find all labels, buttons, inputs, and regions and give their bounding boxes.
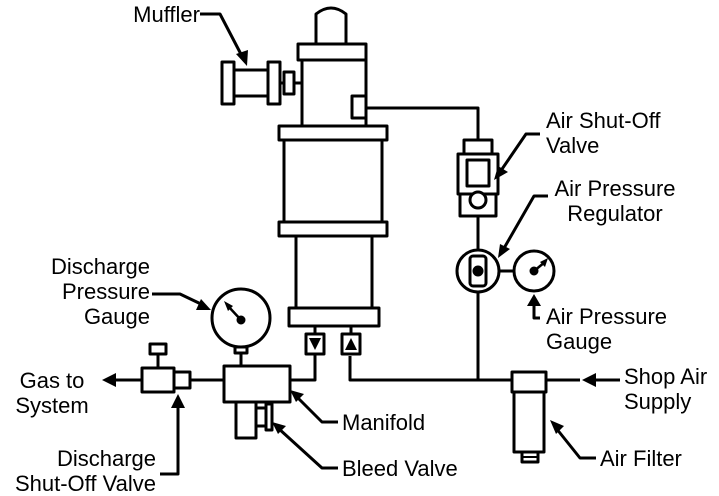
label-air-pressure-gauge-line1: Air Pressure	[546, 304, 668, 329]
discharge-line	[290, 354, 317, 382]
label-air-shutoff-valve: Air Shut-Off Valve	[546, 108, 661, 158]
booster-pump	[277, 6, 389, 328]
label-air-filter: Air Filter	[600, 446, 682, 471]
label-gas-to-system-line1: Gas to	[19, 368, 85, 393]
pump-cylinder	[282, 138, 384, 224]
label-air-pressure-regulator-line1: Air Pressure	[554, 176, 676, 201]
label-gas-to-system: Gas to System	[2, 368, 102, 418]
pump-upper-plate	[277, 124, 389, 142]
pump-lower-plate	[277, 220, 389, 238]
air-pressure-regulator	[455, 248, 501, 294]
air-pressure-gauge	[499, 249, 556, 293]
label-air-shutoff-valve-line2: Valve	[546, 133, 600, 158]
shop-air-main-line	[348, 356, 512, 382]
label-discharge-shutoff-valve-line2: Shut-Off Valve	[14, 471, 156, 496]
label-bleed-valve: Bleed Valve	[342, 456, 458, 481]
label-shop-air-supply: Shop Air Supply	[624, 364, 707, 414]
label-shop-air-supply-line1: Shop Air	[624, 364, 708, 389]
pump-ports	[304, 326, 362, 356]
label-discharge-shutoff-valve: Discharge Shut-Off Valve	[0, 446, 156, 496]
bleed-valve	[234, 400, 274, 440]
label-discharge-pressure-gauge: Discharge Pressure Gauge	[20, 254, 150, 329]
label-discharge-shutoff-valve-line1: Discharge	[56, 446, 156, 471]
air-line-pump-to-valve	[366, 106, 480, 140]
label-air-pressure-regulator: Air Pressure Regulator	[540, 176, 690, 226]
label-discharge-pressure-gauge-line2: Pressure	[61, 279, 150, 304]
label-bleed-valve-text: Bleed Valve	[342, 456, 458, 481]
label-air-pressure-gauge: Air Pressure Gauge	[546, 304, 667, 354]
muffler	[220, 60, 302, 106]
pump-gas-section	[294, 234, 374, 310]
discharge-pressure-gauge	[210, 287, 272, 366]
label-air-pressure-gauge-line2: Gauge	[546, 329, 613, 354]
air-filter	[510, 370, 548, 464]
label-muffler: Muffler	[110, 2, 200, 27]
pump-cap	[314, 6, 348, 46]
label-manifold: Manifold	[342, 410, 425, 435]
pump-top-flange	[296, 42, 368, 62]
label-discharge-pressure-gauge-line1: Discharge	[50, 254, 150, 279]
label-air-shutoff-valve-line1: Air Shut-Off	[546, 108, 661, 133]
label-shop-air-supply-line2: Supply	[624, 389, 692, 414]
label-air-filter-text: Air Filter	[600, 446, 682, 471]
pump-air-fitting	[350, 94, 368, 120]
discharge-shutoff-valve	[128, 342, 192, 394]
label-manifold-text: Manifold	[342, 410, 426, 435]
manifold	[222, 364, 292, 404]
label-air-pressure-regulator-line2: Regulator	[567, 201, 663, 226]
air-shutoff-valve	[456, 138, 500, 218]
label-muffler-text: Muffler	[133, 2, 200, 27]
label-discharge-pressure-gauge-line3: Gauge	[83, 304, 150, 329]
leaders	[102, 12, 620, 476]
pump-base	[287, 306, 381, 328]
label-gas-to-system-line2: System	[15, 393, 89, 418]
